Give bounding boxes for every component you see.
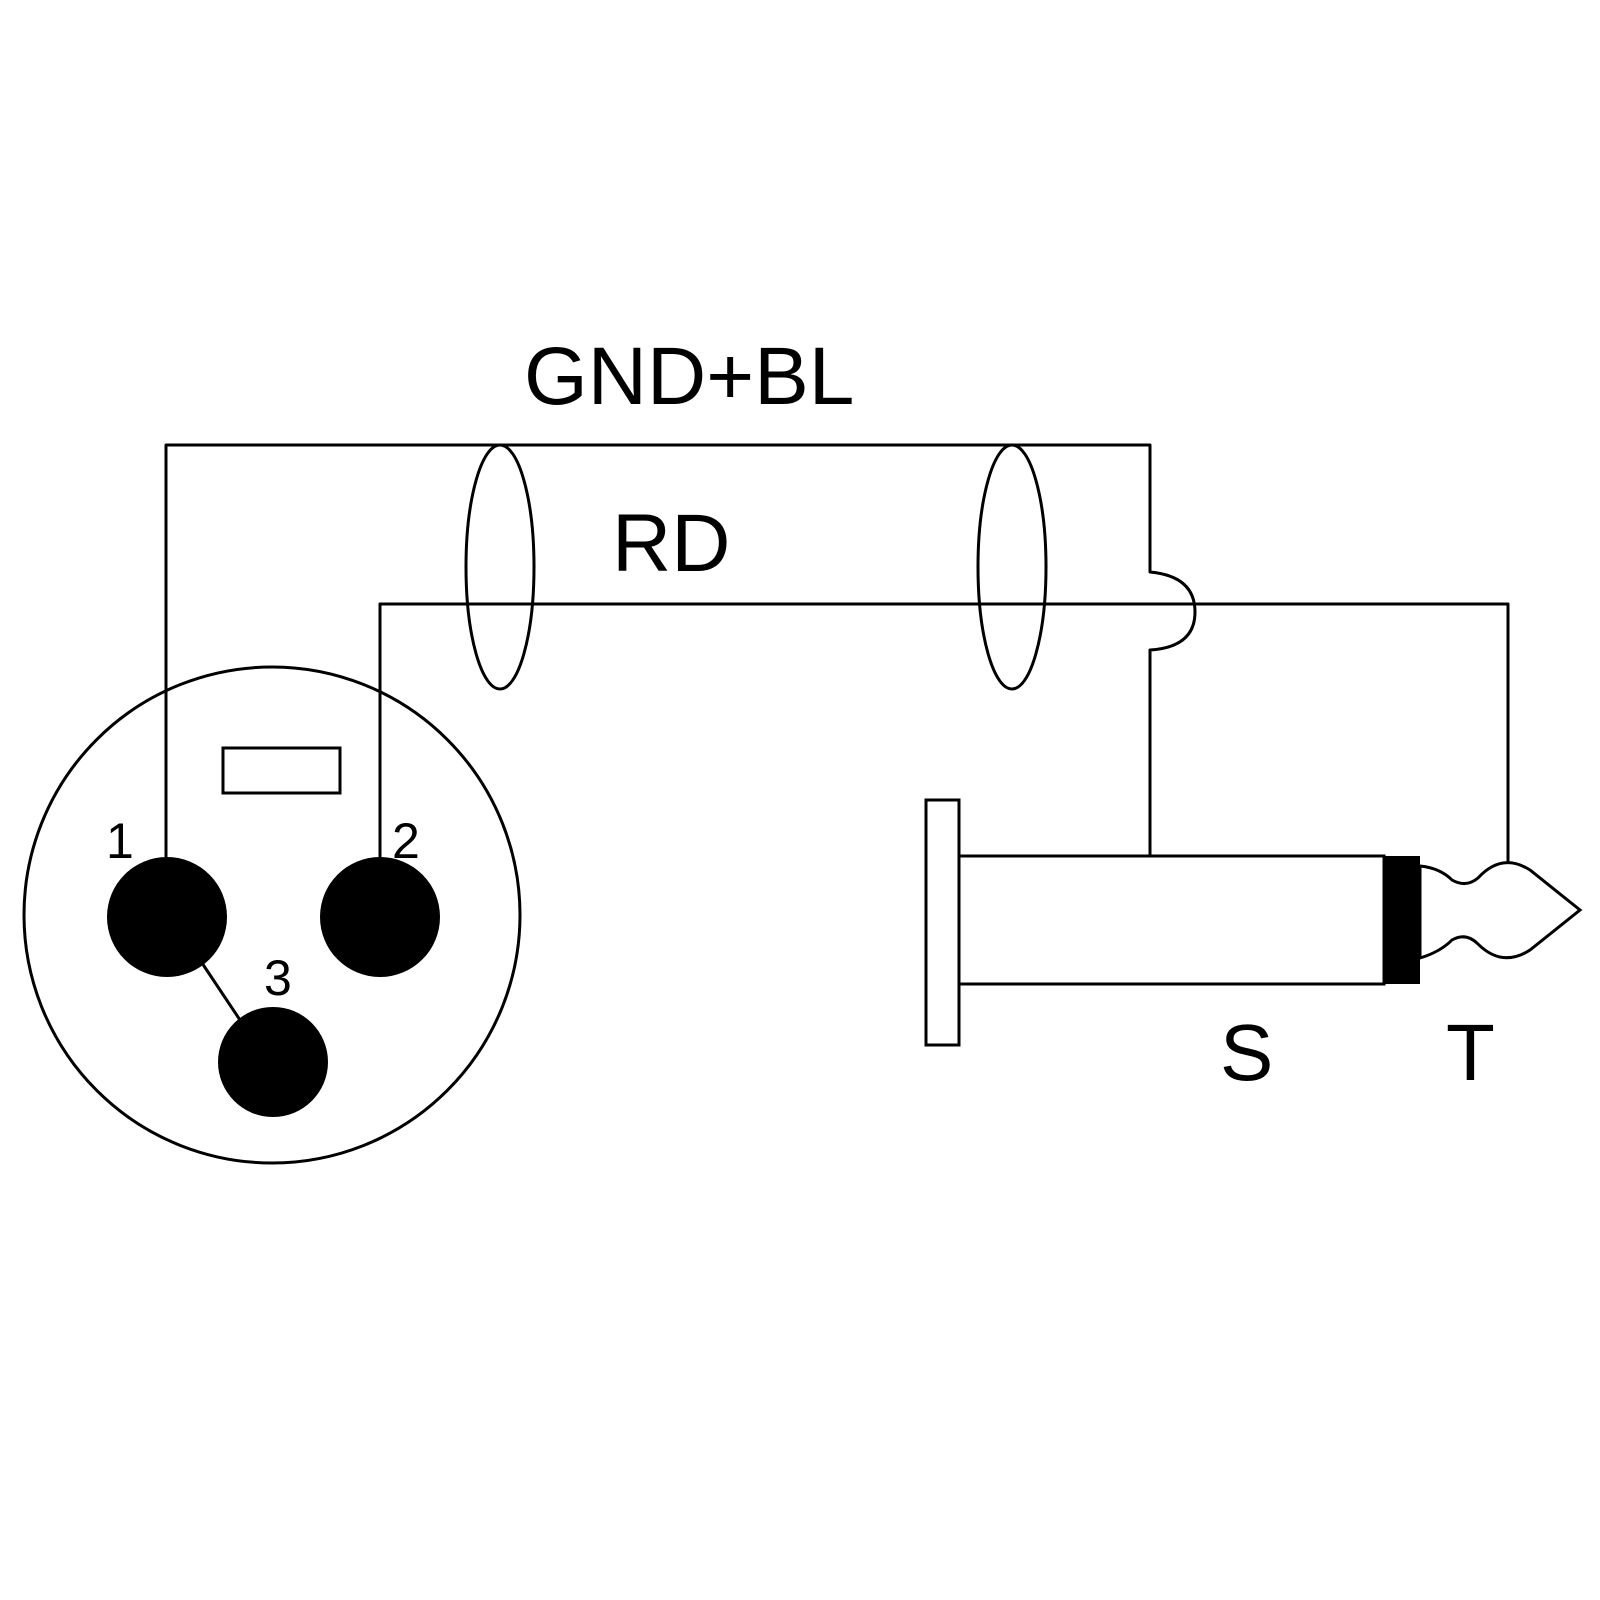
ground-wire-label: GND+BL bbox=[524, 331, 854, 422]
cable-shield-ring-left bbox=[464, 443, 536, 691]
xlr-pin-2 bbox=[320, 857, 440, 977]
jack-tip-label: T bbox=[1446, 1008, 1495, 1097]
cable-shield-ring-right bbox=[976, 443, 1048, 691]
signal-wire-label: RD bbox=[612, 498, 730, 589]
jack-plug-insulator-ring bbox=[1384, 856, 1420, 984]
xlr-connector: 1 2 3 bbox=[22, 665, 522, 1165]
jack-sleeve-label: S bbox=[1220, 1008, 1273, 1097]
xlr-pin-2-label: 2 bbox=[392, 813, 420, 869]
signal-wire bbox=[378, 602, 1510, 864]
xlr-pin-3-label: 3 bbox=[264, 950, 292, 1006]
xlr-latch-key bbox=[221, 746, 342, 795]
xlr-pin-1 bbox=[107, 857, 227, 977]
ground-wire bbox=[164, 443, 1197, 862]
xlr-pin-3 bbox=[218, 1007, 328, 1117]
jack-plug-tip bbox=[1418, 861, 1583, 961]
jack-plug: S T bbox=[924, 798, 1583, 1097]
jack-plug-sleeve bbox=[957, 854, 1386, 986]
xlr-connector-body bbox=[22, 665, 522, 1165]
jack-plug-collar bbox=[924, 798, 961, 1047]
xlr-pin-1-label: 1 bbox=[106, 813, 134, 869]
